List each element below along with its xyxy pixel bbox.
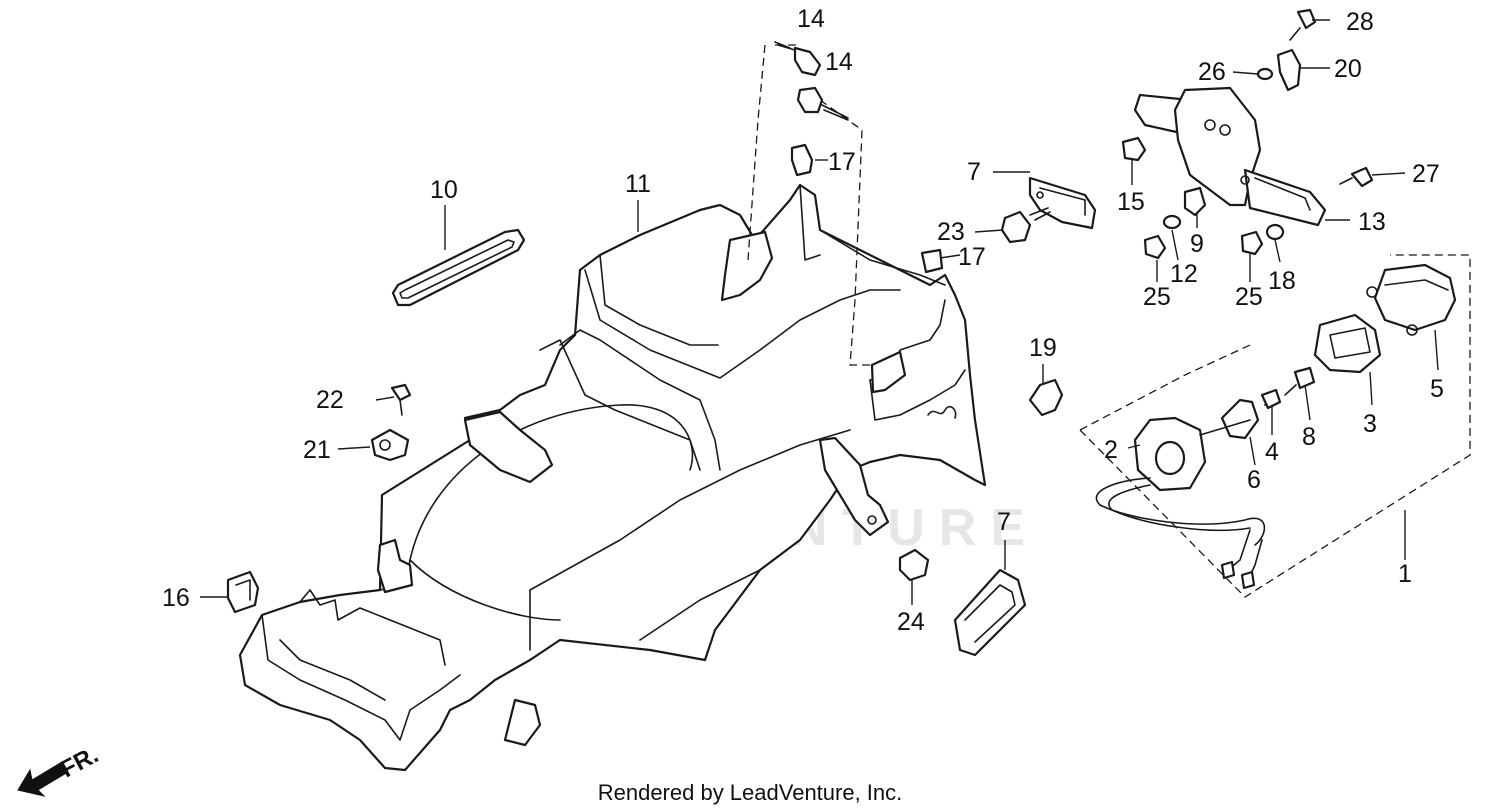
callout-11: 11 xyxy=(625,170,651,198)
callout-4: 4 xyxy=(1265,438,1279,466)
part-7-reflector-upper xyxy=(1028,176,1097,230)
callout-16: 16 xyxy=(162,584,190,612)
callout-15: 15 xyxy=(1117,188,1145,216)
callout-26: 26 xyxy=(1198,58,1226,86)
part-17-clips xyxy=(790,143,944,274)
callout-20: 20 xyxy=(1334,55,1362,83)
callout-22: 22 xyxy=(316,386,344,414)
callout-17-lower: 17 xyxy=(958,243,986,271)
callout-18: 18 xyxy=(1268,267,1296,295)
callout-14-upper: 14 xyxy=(797,5,825,33)
callout-9: 9 xyxy=(1190,230,1204,258)
front-label: FR. xyxy=(56,741,103,783)
part-23-nut xyxy=(1000,207,1051,244)
leader-lines xyxy=(200,19,1439,605)
callout-7-lower: 7 xyxy=(997,508,1011,536)
callout-labels: 1 2 3 4 5 6 7 7 8 9 10 11 12 13 14 14 15… xyxy=(162,5,1444,636)
callout-17-upper: 17 xyxy=(828,148,856,176)
small-fasteners xyxy=(1121,8,1374,260)
callout-24: 24 xyxy=(897,608,925,636)
rendered-by-footer: Rendered by LeadVenture, Inc. xyxy=(597,780,903,805)
callout-23: 23 xyxy=(937,218,965,246)
callout-25-left: 25 xyxy=(1143,283,1171,311)
callout-14-lower: 14 xyxy=(825,48,853,76)
callout-25-right: 25 xyxy=(1235,283,1263,311)
callout-6: 6 xyxy=(1247,466,1261,494)
part-22-screw xyxy=(390,383,412,416)
part-19-grommet xyxy=(1028,378,1064,417)
tail-light-assembly xyxy=(1095,263,1457,590)
callout-19: 19 xyxy=(1029,334,1057,362)
part-7-reflector-lower xyxy=(953,568,1027,657)
callout-8: 8 xyxy=(1302,423,1316,451)
part-10-seal xyxy=(391,228,526,307)
callout-21: 21 xyxy=(303,436,331,464)
callout-27: 27 xyxy=(1412,160,1440,188)
callout-12: 12 xyxy=(1170,260,1198,288)
callout-13: 13 xyxy=(1358,208,1386,236)
part-24-grommet xyxy=(898,548,930,582)
part-13-bracket xyxy=(1133,86,1327,227)
callout-2: 2 xyxy=(1104,436,1118,464)
part-21-clip xyxy=(370,428,410,462)
part-16-clip xyxy=(226,570,260,614)
part-14-bolts xyxy=(774,41,849,121)
callout-3: 3 xyxy=(1363,410,1377,438)
rear-fender xyxy=(238,183,987,772)
callout-10: 10 xyxy=(430,176,458,204)
callout-5: 5 xyxy=(1430,375,1444,403)
callout-7-upper: 7 xyxy=(967,158,981,186)
callout-28: 28 xyxy=(1346,8,1374,36)
front-arrow-icon xyxy=(17,761,69,797)
callout-1: 1 xyxy=(1398,560,1412,588)
